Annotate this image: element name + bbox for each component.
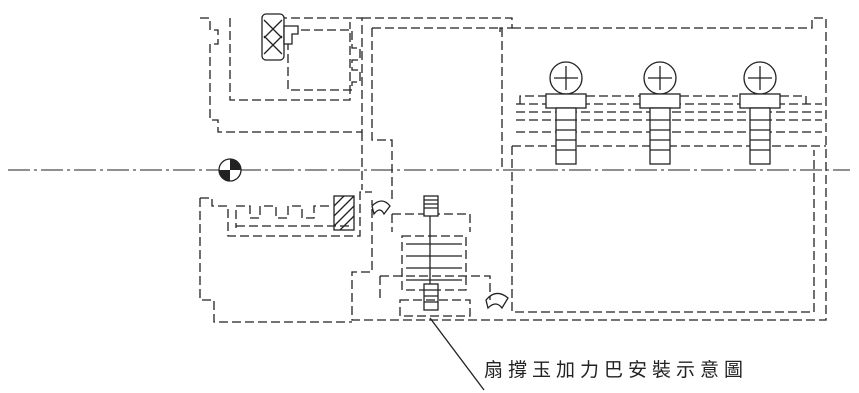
gasket-top-hatch <box>263 19 283 55</box>
sash-top-frame-right <box>362 17 513 32</box>
leader-line <box>429 317 485 391</box>
hatched-block-lines <box>333 195 355 231</box>
left-profile-lower-wave-2 <box>235 210 350 228</box>
left-profile-lower-wave <box>236 205 330 219</box>
screw-3 <box>739 61 781 165</box>
screw-2 <box>639 61 681 165</box>
left-profile-upper-inner <box>229 18 351 101</box>
left-profile-lower <box>199 191 372 323</box>
left-profile-upper <box>200 17 363 133</box>
gasket-top-lip <box>283 25 299 45</box>
friction-stay-assembly <box>379 195 491 317</box>
right-frame <box>351 17 827 321</box>
caption-text: 扇撐玉加力巴安裝示意圖 <box>484 359 748 381</box>
middle-profile <box>361 27 503 200</box>
right-frame-inner <box>511 145 826 313</box>
screw-1 <box>545 61 587 165</box>
gasket-small <box>371 200 391 216</box>
gasket-bottom <box>485 292 509 310</box>
center-marker <box>218 158 242 182</box>
right-frame-rail-notches <box>519 95 807 104</box>
sash-top-frame <box>287 29 361 91</box>
